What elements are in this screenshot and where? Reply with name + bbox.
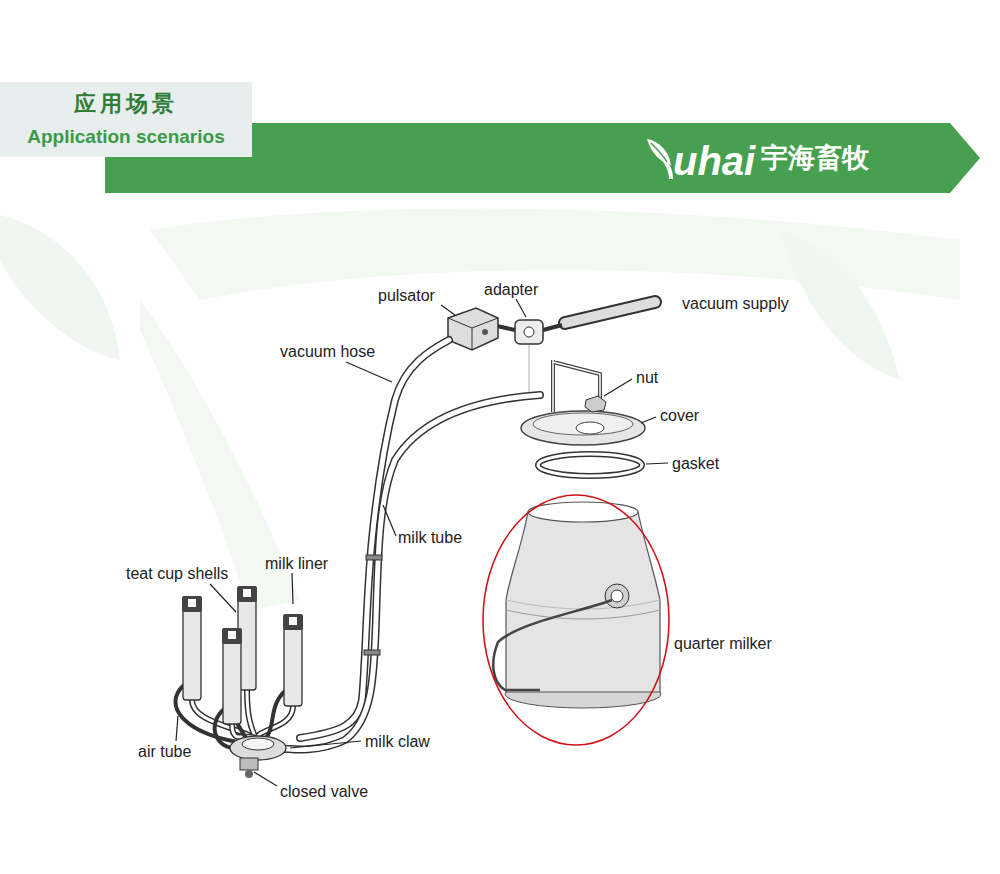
cover-top [533, 413, 633, 435]
logo-leaf [645, 135, 675, 181]
pulsator-edge [448, 318, 498, 328]
adapter-stem [543, 325, 562, 330]
leader-line [176, 716, 178, 741]
leader-line [292, 573, 293, 604]
gasket-ring [538, 454, 642, 476]
part-label: vacuum hose [280, 343, 375, 361]
leader-line [290, 741, 361, 748]
leader-line [646, 463, 668, 464]
teat-cup-opening [228, 631, 236, 639]
gasket-ring [538, 454, 642, 476]
part-label: air tube [138, 743, 191, 761]
vacuum-supply-hose [565, 302, 655, 323]
pulsator-edge [472, 328, 473, 350]
pulsator-link [497, 326, 515, 330]
leader-line [604, 379, 632, 396]
part-label: quarter milker [674, 635, 772, 653]
part-label: vacuum supply [682, 295, 789, 313]
bucket-port-inner [611, 590, 623, 602]
milk-tube [275, 395, 540, 750]
bucket-body [506, 512, 660, 692]
milk-tube [275, 395, 540, 750]
part-label: gasket [672, 455, 719, 473]
part-label: milk claw [365, 733, 430, 751]
leader-line [346, 362, 392, 382]
leader-line [254, 772, 277, 786]
part-label: pulsator [378, 287, 435, 305]
logo-chinese: 宇海畜牧 [761, 140, 869, 176]
logo-leaf-shape [659, 155, 673, 179]
part-label: adapter [484, 281, 538, 299]
teat-cup-top [237, 586, 257, 602]
cover-rim [521, 411, 645, 445]
vacuum-supply-hose [565, 302, 655, 323]
logo-group: uhai宇海畜牧 [645, 123, 869, 193]
teat-cup-top [222, 628, 242, 644]
adapter-body [515, 320, 543, 344]
logo-leaf-vein [651, 143, 667, 162]
adapter-drop [528, 345, 529, 392]
part-label: closed valve [280, 783, 368, 801]
teat-cup-shell [183, 600, 201, 700]
pulsator-screw [482, 329, 488, 335]
bucket-band [506, 600, 660, 609]
bucket-port [605, 584, 629, 608]
header-subtitle: Application scenarios [27, 126, 224, 149]
part-label: nut [636, 369, 658, 387]
banner-arrow [105, 123, 980, 193]
teat-cup-opening [243, 589, 251, 597]
hose-clip [366, 555, 382, 560]
adapter-port [524, 327, 534, 337]
part-label: cover [660, 407, 699, 425]
cover-hole [576, 422, 604, 434]
teat-cup-shell [223, 632, 241, 724]
watermark-leaf [780, 230, 900, 380]
leader-line [641, 417, 656, 423]
bucket-handle [493, 600, 612, 690]
header-title: 应用场景 [74, 90, 178, 116]
leader-line [441, 305, 455, 315]
logo-leaf-shape [647, 139, 671, 165]
pulsator-body [448, 308, 498, 350]
highlight-ring [483, 495, 669, 745]
teat-cup-opening [188, 599, 196, 607]
logo-wordmark: uhai [673, 139, 755, 184]
header-box: 应用场景 Application scenarios [0, 82, 252, 157]
teat-cup-shell [284, 618, 302, 706]
part-label: milk liner [265, 555, 328, 573]
leader-line [383, 505, 396, 536]
hose-clip [364, 650, 380, 655]
part-label: milk tube [398, 529, 462, 547]
teat-cup-opening [289, 617, 297, 625]
bucket-band [506, 610, 660, 619]
claw-body [230, 736, 286, 760]
valve-body [240, 758, 258, 770]
leader-line [516, 299, 526, 317]
watermark-leaf [0, 215, 120, 360]
nut-body [585, 396, 606, 412]
teat-cup-top [182, 596, 202, 612]
bucket-rim [528, 502, 638, 522]
claw-top [242, 738, 274, 750]
part-label: teat cup shells [126, 565, 228, 583]
leader-line [210, 584, 236, 612]
teat-cup-top [283, 614, 303, 630]
valve-knob [245, 770, 253, 778]
